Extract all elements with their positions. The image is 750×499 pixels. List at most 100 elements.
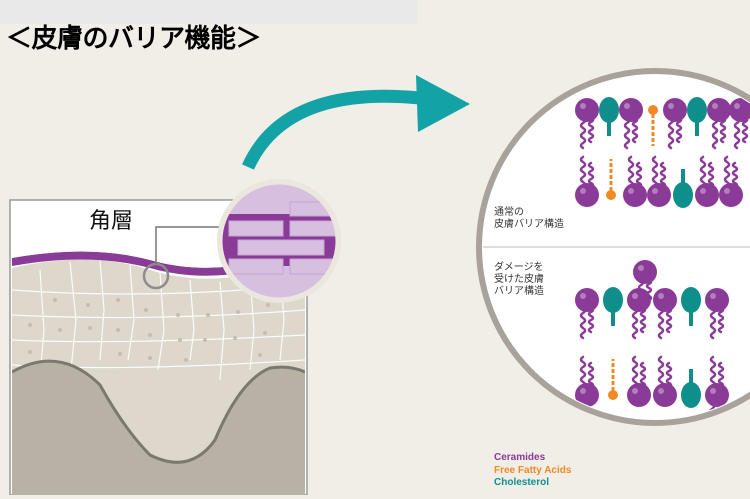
lipid-tail: [675, 116, 683, 144]
lipid-tail: [579, 306, 587, 340]
lipid-tail: [733, 116, 741, 150]
head-highlight: [580, 388, 586, 394]
lipid-tail: [587, 306, 595, 334]
lipid-tail: [741, 116, 749, 144]
cholesterol-head: [681, 382, 701, 408]
damaged-label-line: バリア構造: [494, 286, 544, 297]
ceramide-head: [705, 383, 729, 407]
lipid-tail: [731, 161, 739, 189]
lipid-tail: [665, 306, 673, 334]
ceramide-head: [575, 183, 599, 207]
lipid-tail: [623, 116, 631, 150]
head-highlight: [632, 293, 638, 299]
lipid-tail: [651, 155, 659, 189]
head-highlight: [734, 103, 740, 109]
dermis: [12, 361, 305, 495]
ceramide-head: [623, 183, 647, 207]
lipid-tail: [707, 161, 715, 189]
lipid-tail: [631, 116, 639, 144]
lipid-tail: [587, 116, 595, 144]
ceramide-head: [707, 98, 731, 122]
fatty-acid-head: [606, 190, 616, 200]
lipid-tail: [637, 278, 645, 312]
normal-structure-label: 通常の 皮膚バリア構造: [494, 207, 564, 231]
lipid-tail: [711, 116, 719, 150]
cell-grid: [12, 259, 305, 401]
normal-label-line: 皮膚バリア構造: [494, 219, 564, 230]
lipid-tail: [659, 161, 667, 189]
lipid-tail: [709, 306, 717, 340]
cell-nuclei: [28, 298, 270, 362]
ceramide-head: [633, 260, 657, 284]
lipid-tail: [665, 361, 673, 389]
ceramide-head: [575, 98, 599, 122]
ceramide-head: [663, 98, 687, 122]
cholesterol-head: [673, 182, 693, 208]
head-highlight: [638, 265, 644, 271]
head-highlight: [710, 293, 716, 299]
zoom-arrow: [242, 75, 470, 170]
ceramide-head: [704, 425, 728, 449]
lipid-tail: [645, 278, 653, 306]
page-title: ＜皮膚のバリア機能＞: [6, 24, 262, 54]
lipid-tail: [579, 116, 587, 150]
brick-wall-lens: [217, 179, 341, 303]
ceramide-head: [647, 183, 671, 207]
lipid-tail: [579, 155, 587, 189]
lipid-tail: [717, 361, 725, 389]
lipid-tail: [579, 355, 587, 389]
head-highlight: [624, 103, 630, 109]
damaged-label-line: 受けた皮膚: [494, 274, 544, 285]
head-highlight: [712, 103, 718, 109]
legend-item-cholesterol: Cholesterol: [494, 477, 550, 488]
lipid-tail: [667, 116, 675, 150]
lipid-tail: [631, 355, 639, 389]
lipid-bilayer-zoom: [476, 68, 750, 449]
fatty-acid-head: [648, 105, 658, 115]
lipid-tail: [639, 306, 647, 334]
fatty-acid-head: [608, 390, 618, 400]
legend-item-ceramides: Ceramides: [494, 452, 546, 463]
head-highlight: [724, 188, 730, 194]
cholesterol-head: [599, 97, 619, 123]
lipid-tail: [657, 355, 665, 389]
head-highlight: [709, 430, 715, 436]
ceramide-head: [705, 288, 729, 312]
head-highlight: [628, 188, 634, 194]
head-highlight: [580, 188, 586, 194]
lipid-tail: [587, 361, 595, 389]
head-highlight: [652, 188, 658, 194]
head-highlight: [668, 103, 674, 109]
lipid-tail: [657, 306, 665, 340]
damaged-structure-label: ダメージを 受けた皮膚 バリア構造: [494, 262, 544, 298]
head-highlight: [710, 388, 716, 394]
lipid-tail: [723, 155, 731, 189]
head-highlight: [580, 293, 586, 299]
stratum-corneum-label: 角層: [89, 209, 134, 234]
cholesterol-head: [687, 97, 707, 123]
ceramide-head: [729, 98, 750, 122]
lipid-tail: [699, 155, 707, 189]
damaged-label-line: ダメージを: [494, 262, 544, 273]
corneocyte-bricks: [228, 201, 338, 275]
leader-line: [155, 226, 225, 264]
title-bar: [0, 0, 418, 24]
head-highlight: [658, 293, 664, 299]
ceramide-head: [627, 383, 651, 407]
ceramide-head: [653, 383, 677, 407]
ceramide-head: [653, 288, 677, 312]
legend: Ceramides Free Fatty Acids Cholesterol: [494, 452, 571, 490]
lipid-tail: [717, 306, 725, 334]
lipid-tail: [639, 361, 647, 389]
head-highlight: [700, 188, 706, 194]
lipid-tail: [719, 116, 727, 144]
lipid-tail: [635, 161, 643, 189]
lipid-tail: [627, 155, 635, 189]
ceramide-head: [619, 98, 643, 122]
ceramide-head: [575, 288, 599, 312]
cholesterol-head: [603, 287, 623, 313]
lipid-tail: [587, 161, 595, 189]
ceramide-head: [575, 383, 599, 407]
